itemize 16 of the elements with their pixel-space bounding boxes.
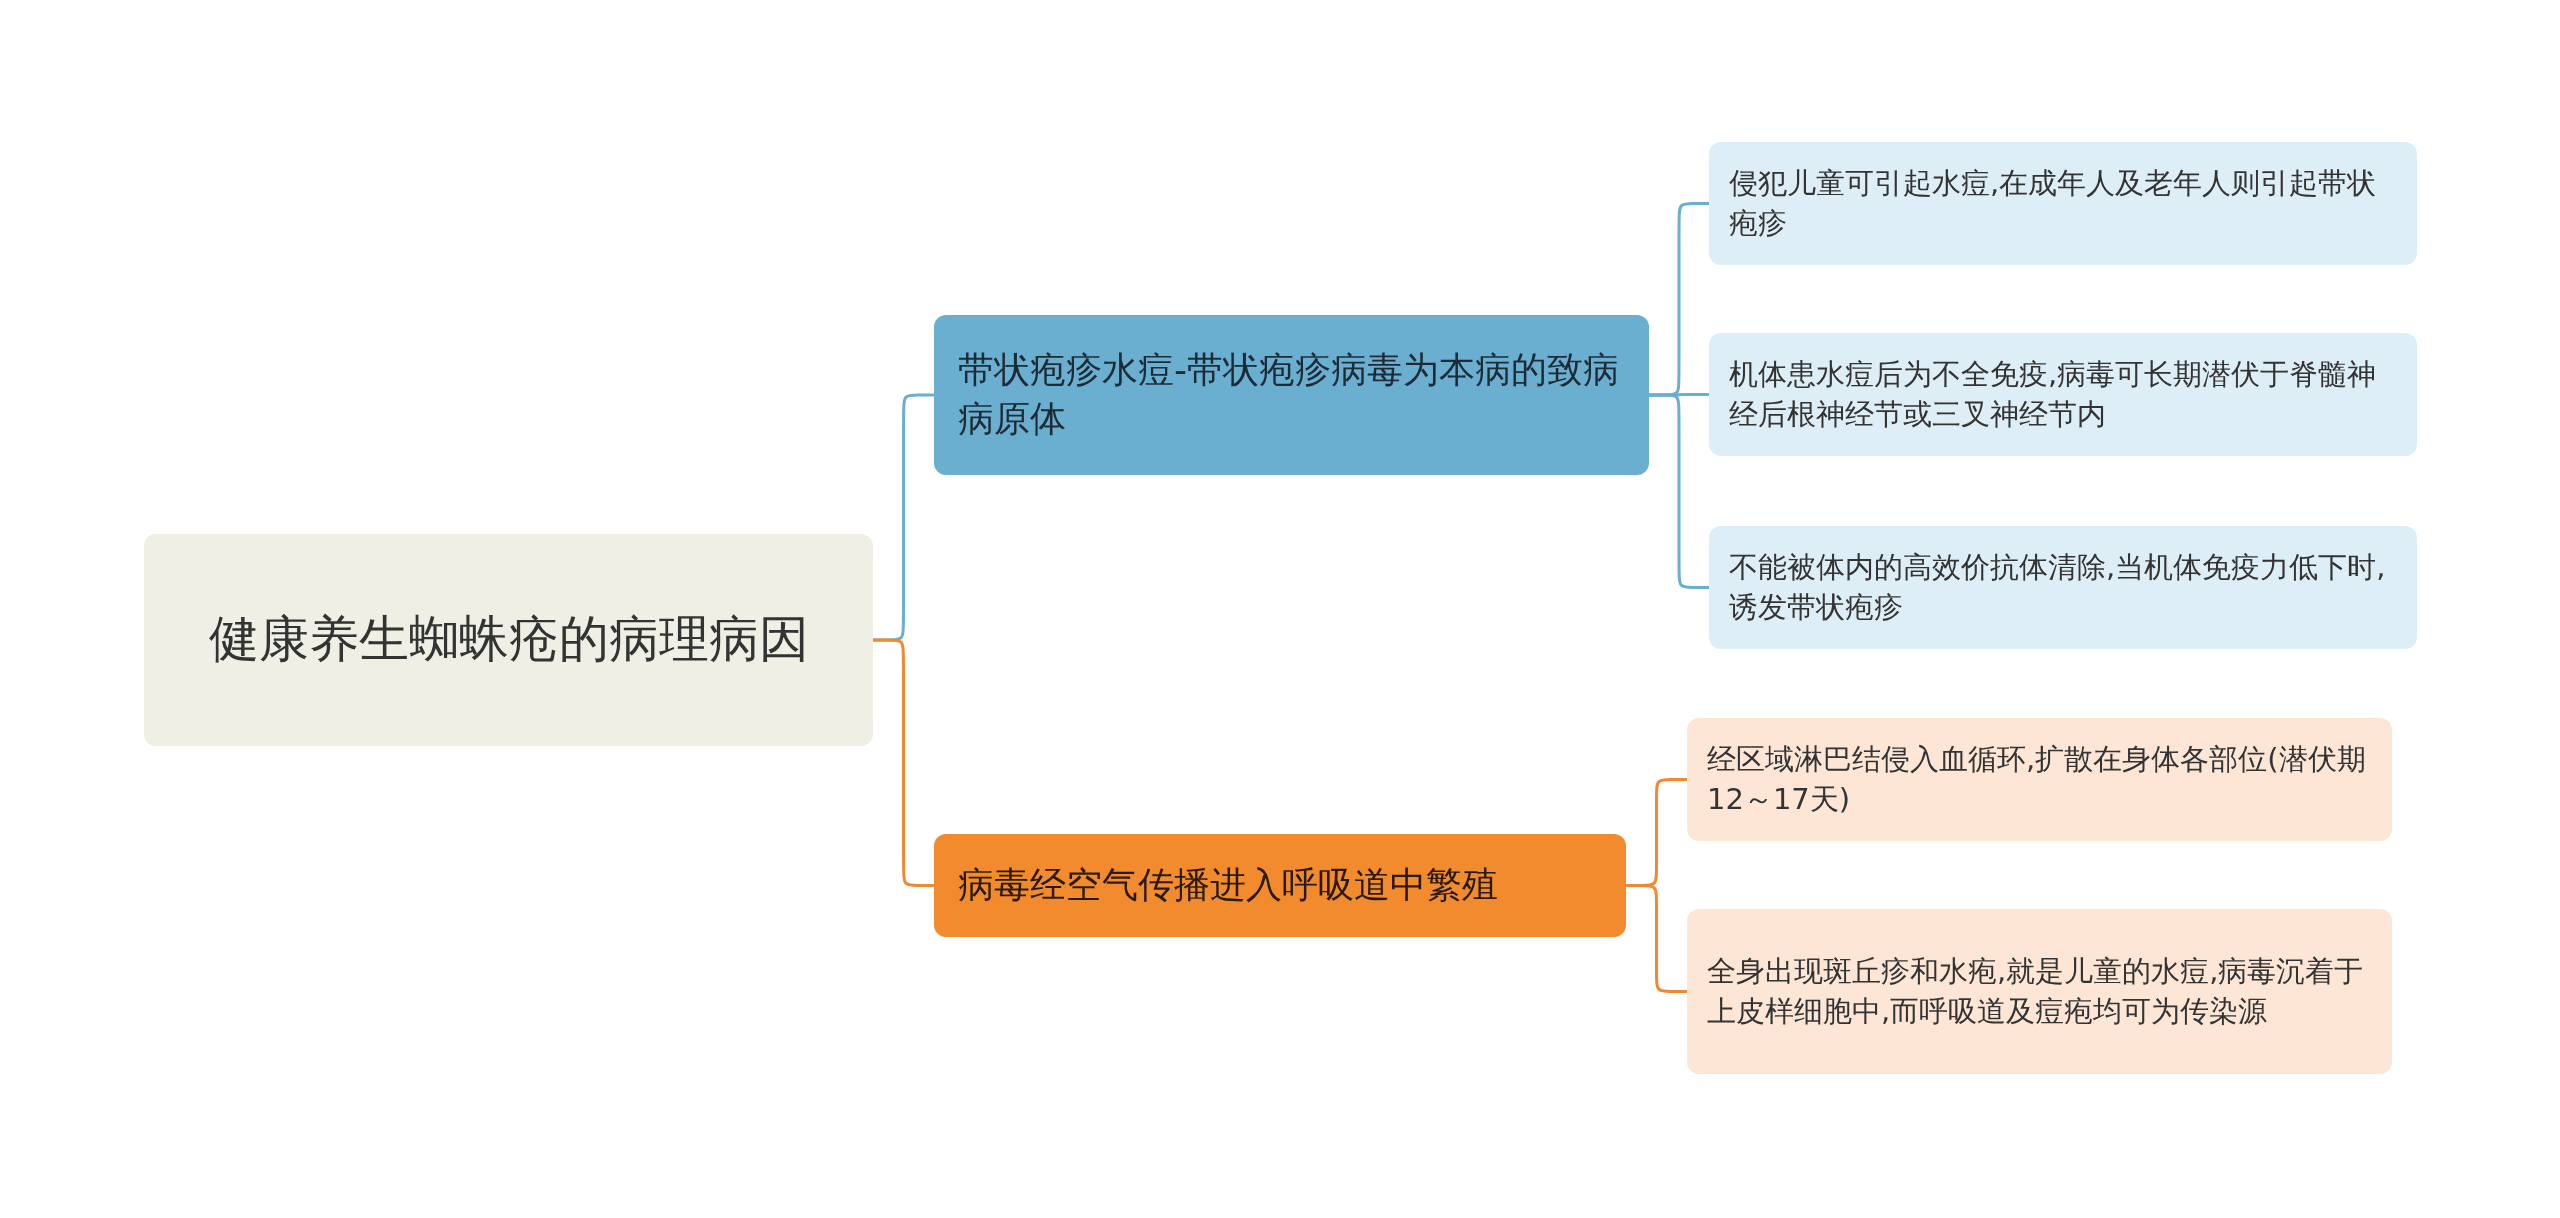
topic-text: 健康养生蜘蛛疮的病理病因 (208, 609, 809, 671)
branch-topic-box (934, 315, 1649, 475)
note-box (1709, 333, 2417, 456)
note-box (1687, 718, 2392, 841)
topic-text: 全身出现斑丘疹和水疱,就是儿童的水痘,病毒沉着于上皮样细胞中,而呼吸道及痘疱均可为传染源 (1707, 953, 2365, 1030)
topic-text: 经区域淋巴结侵入血循环,扩散在身体各部位(潜伏期12～17天) (1707, 741, 2367, 818)
branch-topic-box (934, 834, 1626, 937)
topic-text: 机体患水痘后为不全免疫,病毒可长期潜伏于脊髓神经后根神经节或三叉神经节内 (1729, 356, 2378, 433)
topic-text: 带状疱疹水痘-带状疱疹病毒为本病的致病病原体 (958, 348, 1620, 441)
root-topic-box (144, 534, 873, 746)
topic-text: 不能被体内的高效价抗体清除,当机体免疫力低下时,诱发带状疱疹 (1729, 549, 2387, 626)
note-box (1709, 142, 2417, 265)
note-box (1687, 909, 2392, 1074)
topic-text: 病毒经空气传播进入呼吸道中繁殖 (958, 863, 1498, 908)
topic-text: 侵犯儿童可引起水痘,在成年人及老年人则引起带状疱疹 (1729, 165, 2378, 242)
note-box (1709, 526, 2417, 649)
